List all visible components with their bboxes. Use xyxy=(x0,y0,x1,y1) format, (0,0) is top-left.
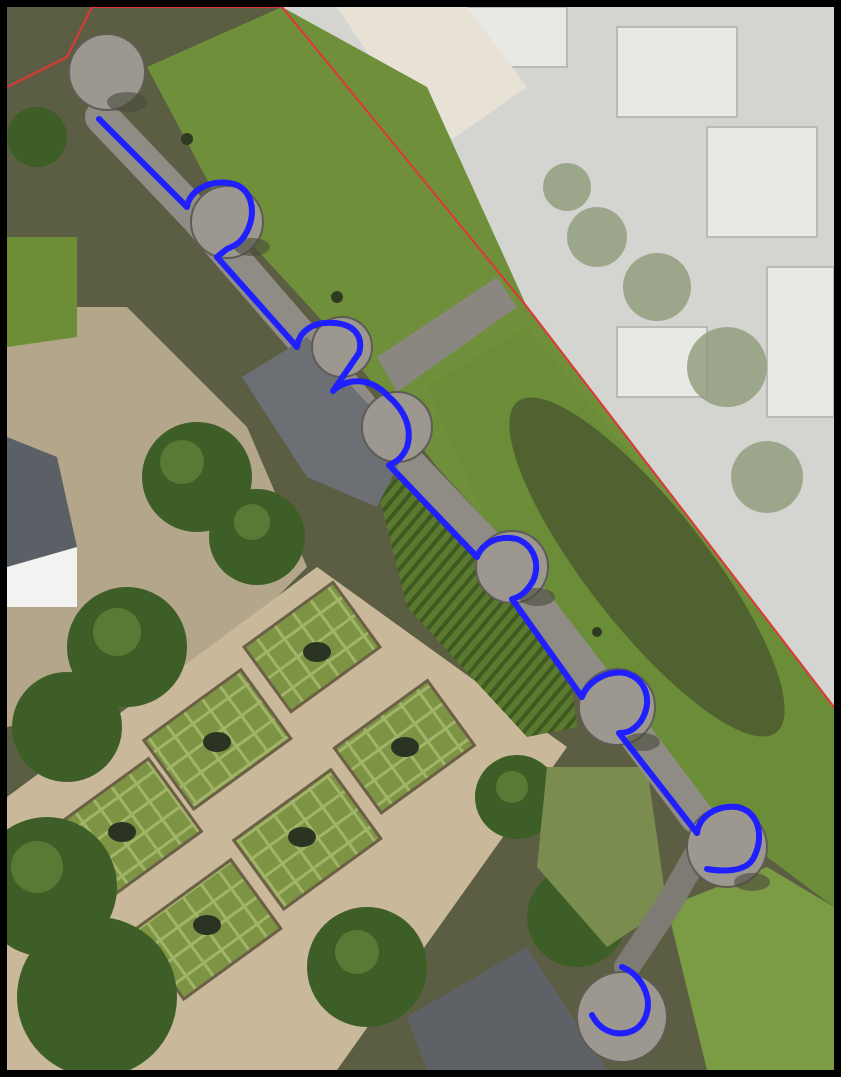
lower-right-garden xyxy=(537,767,667,947)
topiary-shadows xyxy=(108,642,419,935)
tree-highlights xyxy=(11,440,528,974)
keep-building xyxy=(242,337,407,507)
bridge xyxy=(377,277,517,392)
urban-trees xyxy=(543,163,803,513)
plaza xyxy=(337,7,527,157)
lawn-markers xyxy=(181,133,602,637)
tower-7-route xyxy=(694,803,763,874)
tower-south-route xyxy=(589,964,651,1037)
aerial-map[interactable] xyxy=(7,7,834,1070)
lower-right-lawn xyxy=(667,867,834,1070)
castle-wall-route xyxy=(96,116,700,836)
urban-area xyxy=(282,7,834,707)
gate-building xyxy=(407,947,607,1070)
shadow-strip xyxy=(509,397,785,737)
boundary-line xyxy=(7,7,834,708)
left-lawn xyxy=(7,237,77,347)
vineyard xyxy=(377,467,577,737)
left-building xyxy=(7,437,77,607)
tower-north xyxy=(68,33,146,111)
